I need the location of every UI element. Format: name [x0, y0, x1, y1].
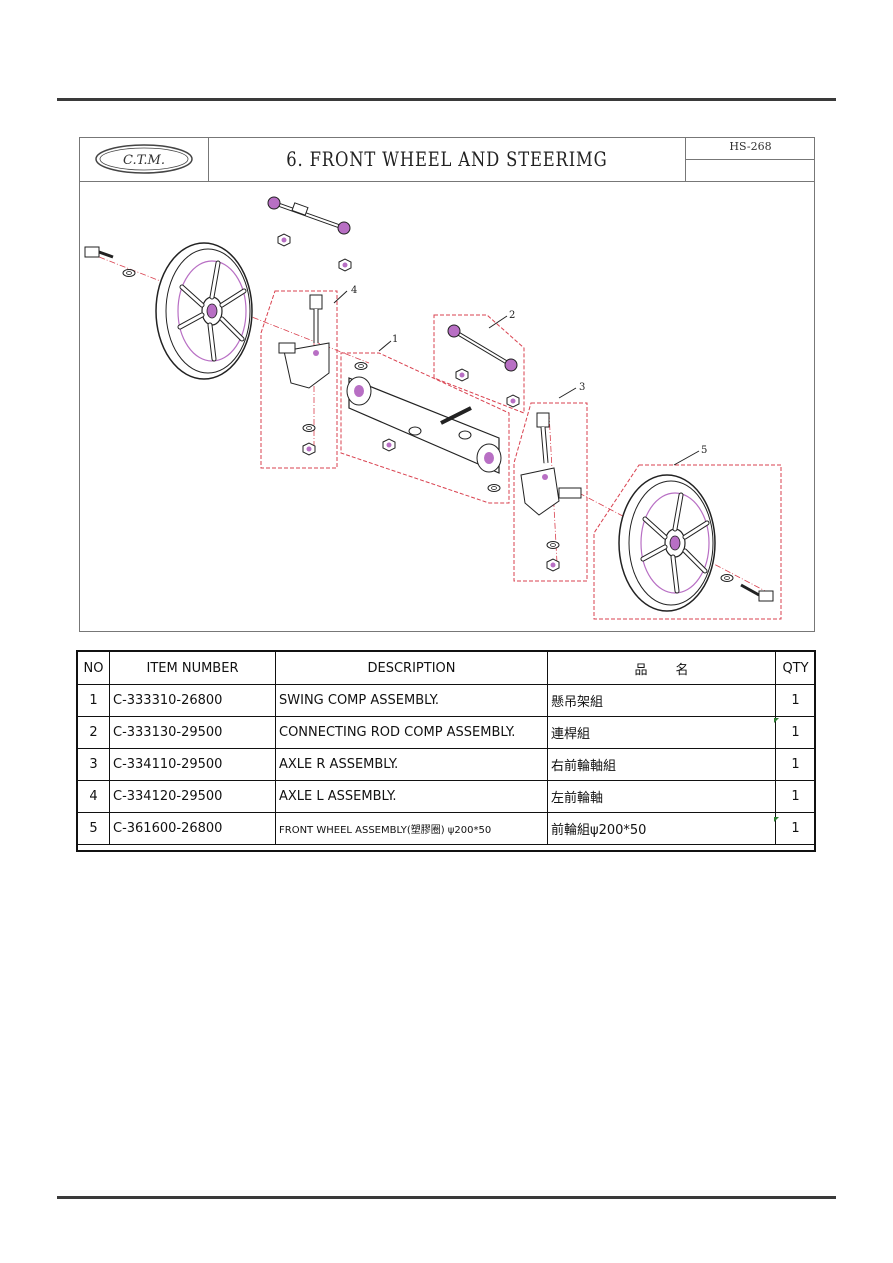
logo-cell: C.T.M.: [79, 137, 209, 182]
rod-nut-b: [338, 258, 352, 272]
swing-washer-b: [487, 484, 501, 492]
rod2-nut-a: [455, 368, 469, 382]
right-wheel: [619, 475, 715, 611]
part-3-box: [513, 402, 588, 582]
callout-4-leader: [333, 290, 348, 304]
row-chinese-name: 連桿組: [547, 716, 776, 749]
title-cell: 6. FRONT WHEEL AND STEERIMG: [209, 137, 685, 182]
callout-2: 2: [509, 310, 515, 321]
row-chinese-name: 左前輪軸: [547, 780, 776, 813]
right-axle-assembly: [520, 412, 582, 516]
callout-1-leader: [378, 340, 392, 352]
callout-5: 5: [701, 445, 707, 456]
title-block: C.T.M. 6. FRONT WHEEL AND STEERIMG HS-26…: [79, 137, 815, 183]
model-code: HS-268: [729, 140, 772, 153]
table-header-row: NO ITEM NUMBER DESCRIPTION 品名 QTY: [77, 651, 816, 685]
part-2-box: [433, 314, 525, 414]
header-chinese-name-1: 品: [634, 662, 648, 678]
row-qty: 1: [775, 716, 816, 749]
callout-3: 3: [579, 382, 585, 393]
row-item-number: C-361600-26800: [109, 812, 276, 845]
rod2-nut-b: [506, 394, 520, 408]
right-washer: [720, 574, 734, 582]
row-description: FRONT WHEEL ASSEMBLY(塑膠圈) ψ200*50: [275, 812, 548, 845]
callout-5-leader: [673, 450, 700, 466]
left-axle-assembly: [278, 294, 330, 389]
connecting-rod-top: [267, 196, 351, 235]
table-row: 2 C-333130-29500 CONNECTING ROD COMP ASS…: [77, 716, 816, 749]
header-no: NO: [77, 651, 110, 685]
callout-2-leader: [488, 315, 508, 329]
left-washer: [122, 269, 136, 277]
row-qty: 1: [775, 748, 816, 781]
connecting-rod-assembly: [447, 324, 518, 372]
swing-nut: [382, 438, 396, 452]
code-cell-divider: [686, 159, 815, 160]
table-row: 3 C-334110-29500 AXLE R ASSEMBLY. 右前輪軸組 …: [77, 748, 816, 781]
row-description: SWING COMP ASSEMBLY.: [275, 684, 548, 717]
header-qty: QTY: [775, 651, 816, 685]
row-no: 5: [77, 812, 110, 845]
drawing-frame: [79, 137, 815, 632]
header-rule: [57, 98, 836, 101]
row-no: 1: [77, 684, 110, 717]
row-no: 3: [77, 748, 110, 781]
callout-3-leader: [558, 387, 577, 399]
right-axle-washer: [546, 541, 560, 549]
row-description: AXLE R ASSEMBLY.: [275, 748, 548, 781]
row-qty: 1: [775, 780, 816, 813]
left-wheel: [156, 243, 252, 379]
row-description: CONNECTING ROD COMP ASSEMBLY.: [275, 716, 548, 749]
left-axle-nut: [302, 442, 316, 456]
footer-rule: [57, 1196, 836, 1199]
row-item-number: C-334120-29500: [109, 780, 276, 813]
row-no: 2: [77, 716, 110, 749]
part-4-box: [260, 290, 338, 469]
logo-text: C.T.M.: [123, 153, 165, 168]
row-item-number: C-333130-29500: [109, 716, 276, 749]
cell-comment-marker: [774, 718, 779, 723]
table-row: 1 C-333310-26800 SWING COMP ASSEMBLY. 懸吊…: [77, 684, 816, 717]
right-axle-bolt: [740, 583, 774, 602]
model-code-cell: HS-268: [685, 137, 815, 182]
row-item-number: C-333310-26800: [109, 684, 276, 717]
exploded-view-drawing: 4 1 2 3: [84, 196, 782, 620]
header-description: DESCRIPTION: [275, 651, 548, 685]
header-chinese-name: 品名: [547, 651, 776, 685]
swing-washer-a: [354, 362, 368, 370]
row-qty: 1: [775, 684, 816, 717]
header-chinese-name-2: 名: [675, 662, 689, 678]
callout-4: 4: [351, 285, 357, 296]
part-1-box: [340, 352, 510, 504]
rod-nut-a: [277, 233, 291, 247]
left-axle-washer: [302, 424, 316, 432]
row-no: 4: [77, 780, 110, 813]
right-axle-nut: [546, 558, 560, 572]
parts-table: NO ITEM NUMBER DESCRIPTION 品名 QTY 1 C-33…: [77, 651, 816, 845]
header-item-number: ITEM NUMBER: [109, 651, 276, 685]
table-row: 5 C-361600-26800 FRONT WHEEL ASSEMBLY(塑膠…: [77, 812, 816, 845]
row-chinese-name: 懸吊架組: [547, 684, 776, 717]
callout-1: 1: [392, 334, 398, 345]
row-item-number: C-334110-29500: [109, 748, 276, 781]
row-chinese-name: 前輪組ψ200*50: [547, 812, 776, 845]
part-5-box: [593, 464, 782, 620]
ctm-logo: C.T.M.: [95, 144, 193, 174]
row-description: AXLE L ASSEMBLY.: [275, 780, 548, 813]
table-row: 4 C-334120-29500 AXLE L ASSEMBLY. 左前輪軸 1: [77, 780, 816, 813]
cell-comment-marker: [774, 817, 779, 822]
row-qty: 1: [775, 812, 816, 845]
row-chinese-name: 右前輪軸組: [547, 748, 776, 781]
swing-arm: [346, 376, 502, 474]
left-axle-bolt: [84, 246, 114, 259]
drawing-title: 6. FRONT WHEEL AND STEERIMG: [286, 147, 608, 171]
